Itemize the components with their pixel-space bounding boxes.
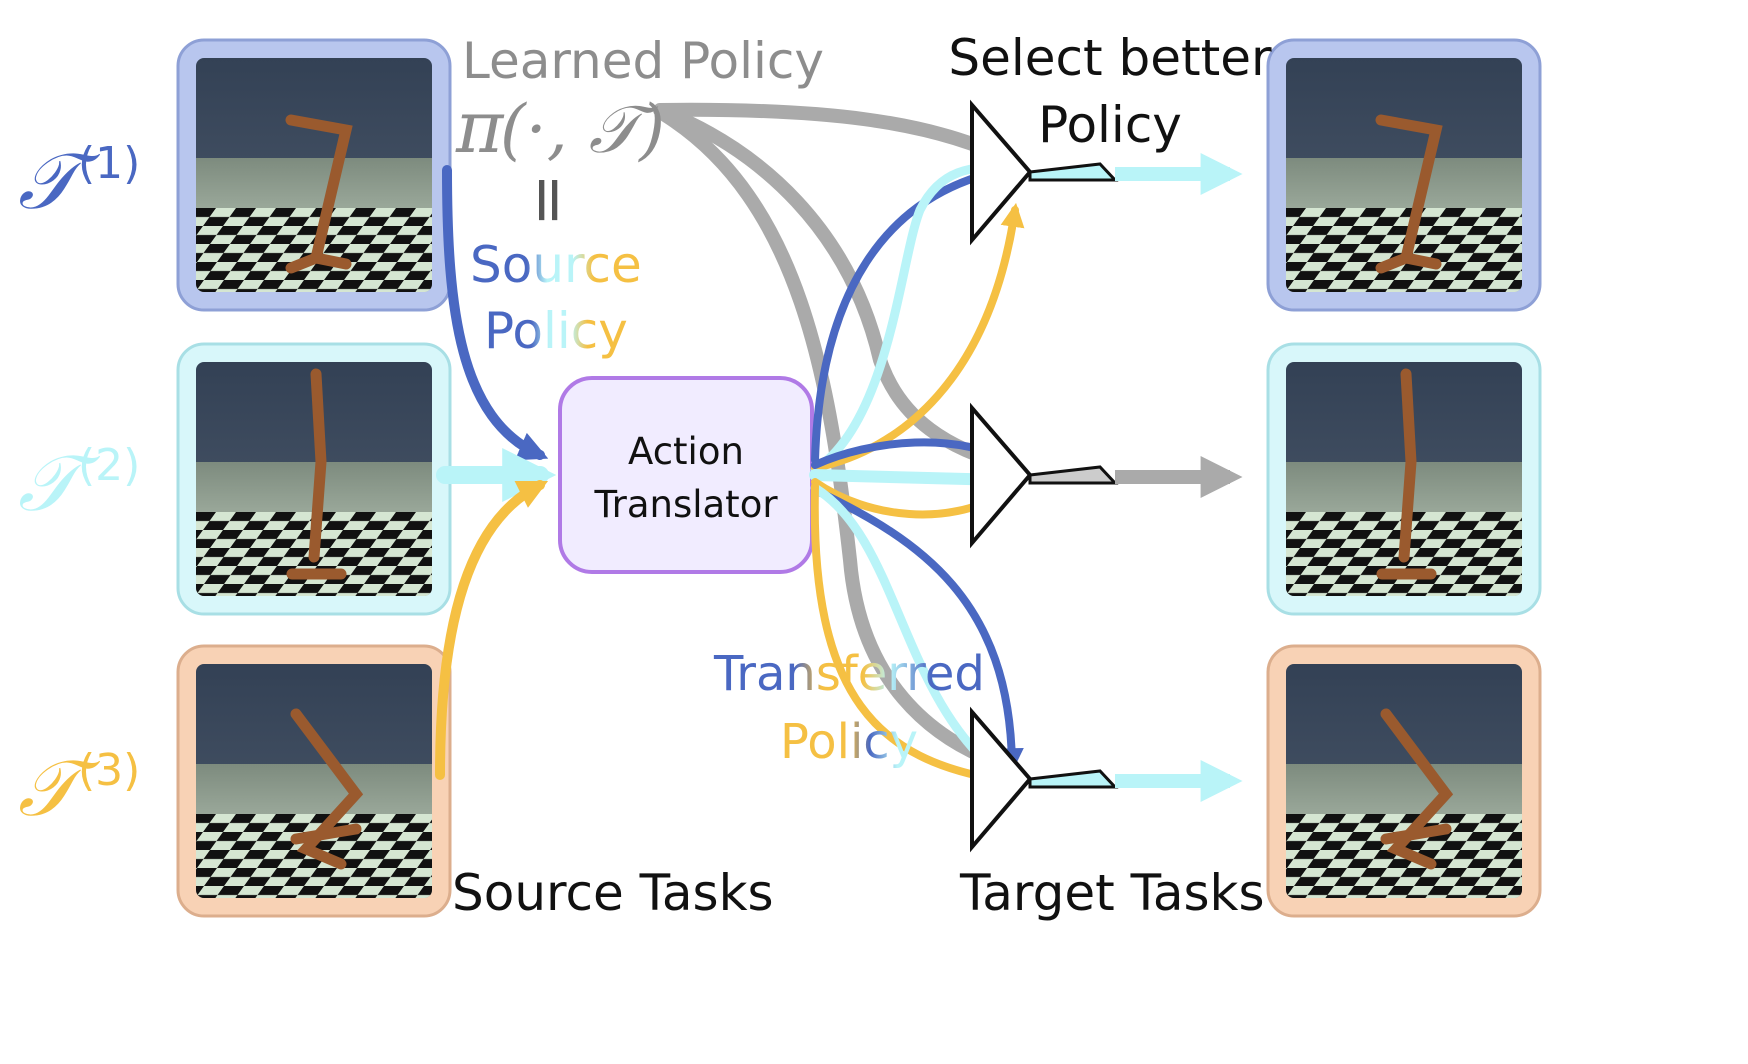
equals-sign: = [512, 173, 586, 227]
hopper-robot-icon [285, 114, 353, 274]
select-better-label-line1: Select better [948, 29, 1272, 87]
task-label-1: 𝒯 (1) [18, 137, 140, 227]
hopper-robot-icon [290, 708, 364, 870]
task-label-3: 𝒯 (3) [18, 744, 140, 834]
hopper-robot-icon [1380, 708, 1454, 870]
select-better-label-line2: Policy [1038, 96, 1182, 154]
hopper-robot-icon [1375, 114, 1443, 274]
source-policy-label-line1: Source [470, 236, 642, 294]
target-task-3-thumbnail [1266, 644, 1542, 918]
source-tasks-label: Source Tasks [452, 864, 774, 922]
source-task-3-thumbnail [176, 644, 452, 918]
transferred-policy-label-line1: Transferred [713, 646, 985, 702]
action-translator-line2: Translator [593, 483, 778, 526]
learned-policy-label: Learned Policy [462, 32, 824, 90]
target-task-2-thumbnail [1266, 342, 1542, 616]
sum-gate-icon [970, 99, 1119, 246]
target-task-1-thumbnail [1266, 38, 1542, 312]
source-policy-arrows [435, 165, 557, 780]
hopper-robot-icon [1376, 368, 1437, 580]
task-superscript: (3) [78, 745, 140, 796]
hopper-robot-icon [286, 368, 347, 580]
target-tasks-label: Target Tasks [959, 864, 1265, 922]
policy-formula: π (·, 𝒯) [455, 85, 665, 169]
task-superscript: (2) [78, 440, 140, 491]
sum-gate-icon [970, 402, 1119, 549]
transferred-policy-arrows [809, 153, 1025, 790]
output-arrows [1115, 153, 1243, 802]
transferred-policy-label-line2: Policy [780, 714, 918, 770]
source-policy-label-line2: Policy [484, 302, 628, 360]
source-task-2-thumbnail [176, 342, 452, 616]
task-label-2: 𝒯 (2) [18, 439, 140, 529]
pi-symbol: π [455, 85, 505, 169]
pi-arguments: (·, 𝒯) [500, 91, 665, 168]
action-translator-line1: Action [628, 430, 744, 473]
task-superscript: (1) [78, 138, 140, 189]
action-translator-box: Action Translator [558, 376, 814, 574]
sum-gate-icon [970, 706, 1119, 853]
